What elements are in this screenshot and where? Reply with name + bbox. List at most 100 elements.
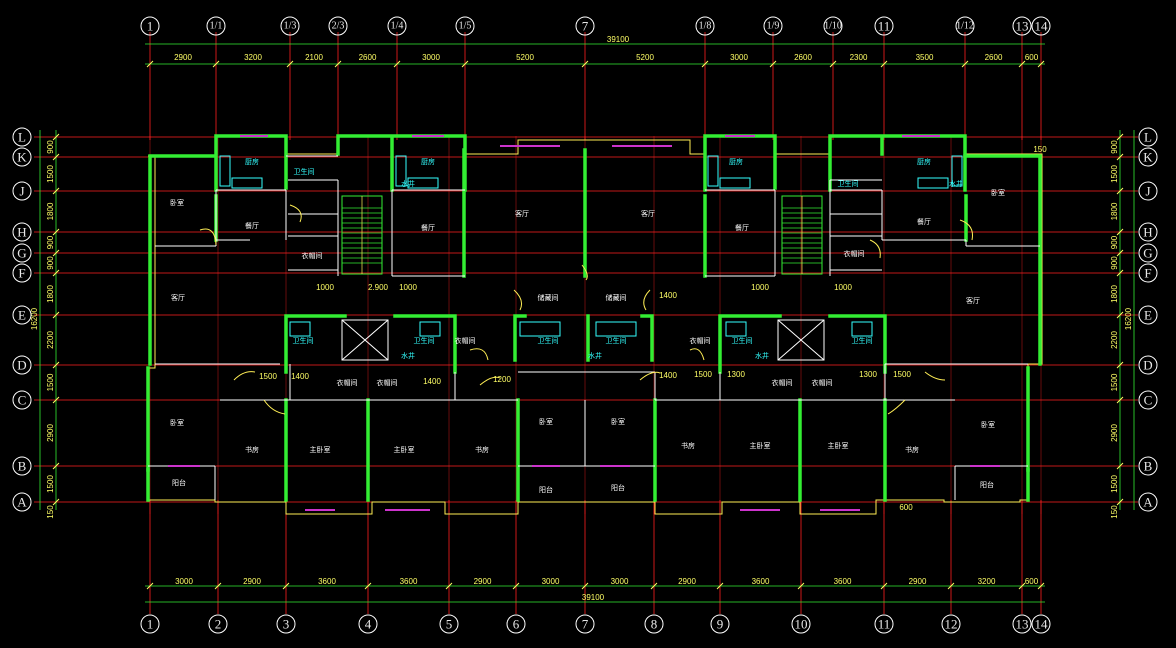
- dim-bottom-segment: 3200: [978, 577, 996, 586]
- axis-bubble-circle: [387, 16, 407, 36]
- dim-bottom-segment: 600: [1025, 577, 1039, 586]
- room-label: 主卧室: [394, 445, 415, 454]
- axis-bubble-left: H: [12, 222, 32, 242]
- room-label: 衣帽间: [337, 378, 358, 387]
- axis-bubble-label: A: [17, 495, 27, 510]
- axis-bubble-label: D: [17, 358, 26, 373]
- toilet-fixtures: [725, 321, 747, 337]
- axis-bubble-bottom: 11: [874, 614, 894, 634]
- axis-bubble-label: 3: [283, 617, 290, 632]
- room-label: 主卧室: [310, 445, 331, 454]
- axis-bubble-label: 4: [365, 617, 372, 632]
- axis-bubble-circle: [644, 614, 664, 634]
- wall-segment: [513, 314, 654, 362]
- room-label: 阳台: [980, 480, 994, 489]
- dim-tick: [445, 582, 453, 590]
- axis-bubble-bottom: 5: [439, 614, 459, 634]
- axis-bubble-circle: [12, 181, 32, 201]
- axis-bubble-circle: [12, 147, 32, 167]
- dim-side-segment: 150: [1110, 505, 1119, 519]
- dim-tick: [1116, 133, 1124, 141]
- room-label: 卧室: [539, 417, 553, 426]
- fixture-room-label: 卫生间: [852, 336, 873, 345]
- axis-bubble-circle: [140, 16, 160, 36]
- axis-bubble-circle: [1031, 614, 1051, 634]
- dim-inner: 1000: [399, 283, 417, 292]
- wall-segment: [214, 148, 968, 278]
- room-labels: 卧室餐厅衣帽间客厅餐厅客厅客厅餐厅衣帽间餐厅卧室客厅储藏间储藏间衣帽间衣帽间衣帽…: [170, 157, 1005, 494]
- dim-tick: [1116, 269, 1124, 277]
- axis-bubble-right: D: [1138, 355, 1158, 375]
- dim-bottom-segment: 3600: [834, 577, 852, 586]
- dim-top-segment: 2300: [850, 53, 868, 62]
- dim-inner: 1400: [291, 372, 309, 381]
- dim-tick: [880, 582, 888, 590]
- dim-side-segment: 2900: [46, 424, 55, 442]
- partition: [829, 179, 882, 276]
- kitchen-counter: [219, 155, 231, 187]
- room-label: 衣帽间: [844, 249, 865, 258]
- room-label: 卧室: [170, 198, 184, 207]
- room-label: 衣帽间: [772, 378, 793, 387]
- dim-inner: 1500: [259, 372, 277, 381]
- room-label: 客厅: [515, 209, 529, 218]
- dim-top-segment: 2100: [305, 53, 323, 62]
- fixture-room-label: 水井: [401, 179, 415, 188]
- dim-side-total: 16200: [1124, 307, 1133, 330]
- room-label: 衣帽间: [690, 336, 711, 345]
- dim-side-segment: 1500: [46, 373, 55, 391]
- axis-bubble-top: 7: [575, 16, 595, 36]
- axis-bubble-circle: [1138, 355, 1158, 375]
- axis-bubble-top: 1: [140, 16, 160, 36]
- fixture-room-label: 厨房: [421, 157, 435, 166]
- dim-tick: [52, 498, 60, 506]
- axis-bubble-label: 11: [878, 617, 891, 632]
- axis-bubble-right: B: [1138, 456, 1158, 476]
- axis-bubble-label: B: [18, 459, 27, 474]
- fixture-room-label: 厨房: [917, 157, 931, 166]
- wall-segment: [146, 366, 1030, 472]
- axis-bubble-label: 1/5: [459, 21, 472, 32]
- dim-side-segment: 1800: [1110, 285, 1119, 303]
- axis-bubble-circle: [506, 614, 526, 634]
- axis-bubble-label: C: [18, 393, 27, 408]
- room-label: 主卧室: [750, 441, 771, 450]
- dim-inner: 2.900: [368, 283, 389, 292]
- room-label: 餐厅: [917, 217, 931, 226]
- axis-bubble-left: D: [12, 355, 32, 375]
- wall-segment: [284, 314, 887, 374]
- room-label: 书房: [475, 445, 489, 454]
- dim-tick: [461, 60, 469, 68]
- kitchen-counter: [951, 155, 963, 187]
- axis-bubble-label: 9: [717, 617, 724, 632]
- axis-bubble-label: 13: [1016, 19, 1029, 34]
- axis-bubble-label: 6: [513, 617, 520, 632]
- axis-bubble-circle: [763, 16, 783, 36]
- dim-side-segment: 2200: [1110, 331, 1119, 349]
- dim-tick: [1116, 187, 1124, 195]
- partition: [148, 400, 1028, 500]
- dim-side-segment: 900: [1110, 235, 1119, 249]
- dim-tick: [393, 60, 401, 68]
- axis-bubble-circle: [955, 16, 975, 36]
- axis-bubble-label: 1/4: [391, 21, 404, 32]
- dim-inner: 1300: [859, 370, 877, 379]
- fixture-room-label: 厨房: [245, 157, 259, 166]
- axis-bubble-label: K: [1143, 150, 1153, 165]
- dim-side-segment: 900: [46, 235, 55, 249]
- axis-bubble-label: 14: [1035, 19, 1049, 34]
- axis-bubble-label: 5: [446, 617, 453, 632]
- axis-bubble-bottom: 1: [140, 614, 160, 634]
- axis-bubble-left: G: [12, 243, 32, 263]
- outer-wall-line: [147, 135, 1043, 515]
- axis-bubble-circle: [874, 614, 894, 634]
- door: [513, 264, 651, 311]
- dim-tick: [146, 582, 154, 590]
- axis-bubble-bottom: 6: [506, 614, 526, 634]
- axis-bubble-circle: [280, 16, 300, 36]
- dim-tick: [52, 133, 60, 141]
- axis-bubble-circle: [1138, 305, 1158, 325]
- dim-top-segment: 2600: [794, 53, 812, 62]
- dim-tick: [1116, 462, 1124, 470]
- room-label: 客厅: [966, 296, 980, 305]
